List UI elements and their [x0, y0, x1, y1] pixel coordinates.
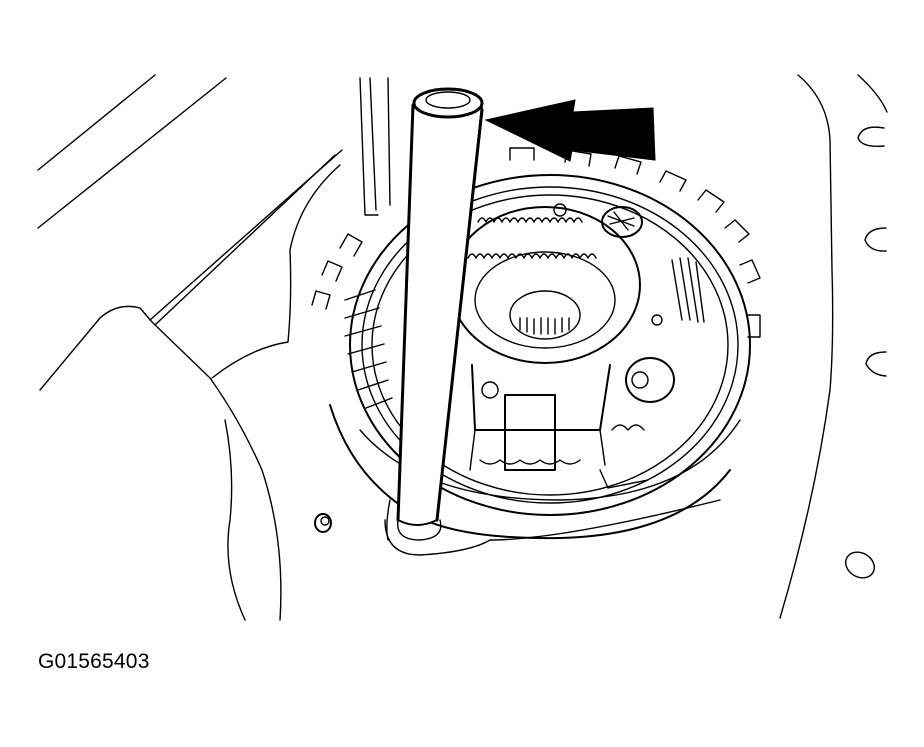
- rod-tool: [384, 87, 721, 556]
- right-housing: [779, 74, 888, 619]
- callout-arrow-icon: [484, 99, 656, 162]
- housing-edge-lines: [37, 74, 343, 621]
- housing-wall: [359, 77, 391, 216]
- figure-id-label: G01565403: [38, 650, 150, 673]
- base-bolt: [314, 513, 332, 533]
- planetary-gearset: [344, 203, 705, 471]
- technical-illustration: [37, 74, 888, 621]
